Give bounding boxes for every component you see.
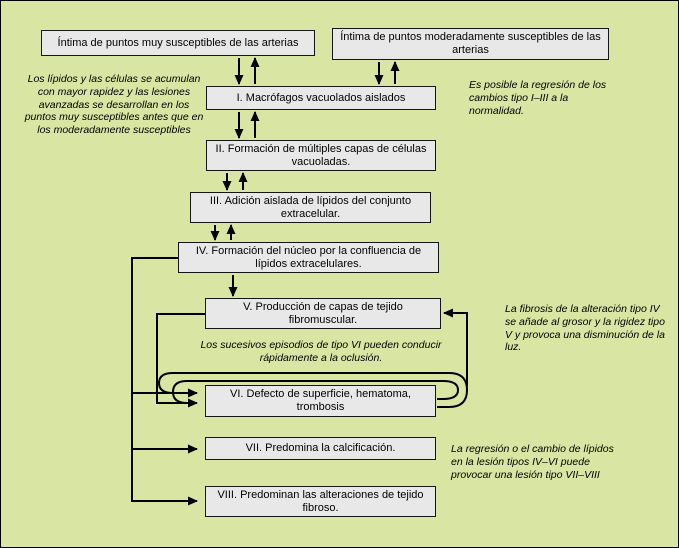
branch-stage5-to-stage6 [156, 313, 205, 408]
intima-right-box: Íntima de puntos moderadamente susceptib… [332, 28, 609, 60]
stage-label-4: IV. Formación del núcleo por la confluen… [195, 244, 422, 270]
note-fibrosis: La fibrosis de la alteración tipo IV se … [505, 303, 665, 354]
loop-inner-stage6 [171, 380, 460, 404]
arrow-stage6-to-stage5 [443, 308, 468, 386]
stage-label-5: V. Producción de capas de tejido fibromu… [243, 300, 403, 326]
stage-box-1: I. Macrófagos vacuolados aislados [206, 86, 436, 110]
stage-box-7: VII. Predomina la calcificación. [205, 437, 436, 460]
intima-left-box: Íntima de puntos muy susceptibles de las… [41, 30, 315, 56]
stage-box-8: VIII. Predominan las alteraciones de tej… [205, 486, 436, 517]
stage-label-6: VI. Defecto de superficie, hematoma, tro… [230, 388, 411, 413]
note-episodes: Los sucesivos episodios de tipo VI puede… [200, 339, 442, 364]
intima-right-label: Íntima de puntos moderadamente susceptib… [340, 31, 601, 56]
stage-box-2: II. Formación de múltiples capas de célu… [206, 140, 436, 171]
stage-label-7: VII. Predomina la calcificación. [245, 442, 396, 455]
note-accumulation: Los lípidos y las células se acumulan co… [24, 73, 204, 137]
stage-label-3: III. Adición aislada de lípidos del conj… [209, 194, 412, 220]
loop-outer-stage6 [157, 372, 469, 408]
stage-box-3: III. Adición aislada de lípidos del conj… [190, 192, 431, 223]
intima-left-label: Íntima de puntos muy susceptibles de las… [57, 36, 299, 49]
stage-label-1: I. Macrófagos vacuolados aislados [236, 91, 406, 104]
branch-stage4-to-stage8 [131, 257, 198, 506]
stage-box-6: VI. Defecto de superficie, hematoma, tro… [205, 385, 436, 417]
note-regression-bottom: La regresión o el cambio de lípidos en l… [451, 443, 614, 481]
note-regression-top: Es posible la regresión de los cambios t… [469, 79, 607, 117]
stage-label-8: VIII. Predominan las alteraciones de tej… [217, 488, 424, 514]
stage-label-2: II. Formación de múltiples capas de célu… [215, 142, 427, 168]
stage-box-4: IV. Formación del núcleo por la confluen… [178, 242, 439, 273]
stage-box-5: V. Producción de capas de tejido fibromu… [205, 298, 441, 329]
